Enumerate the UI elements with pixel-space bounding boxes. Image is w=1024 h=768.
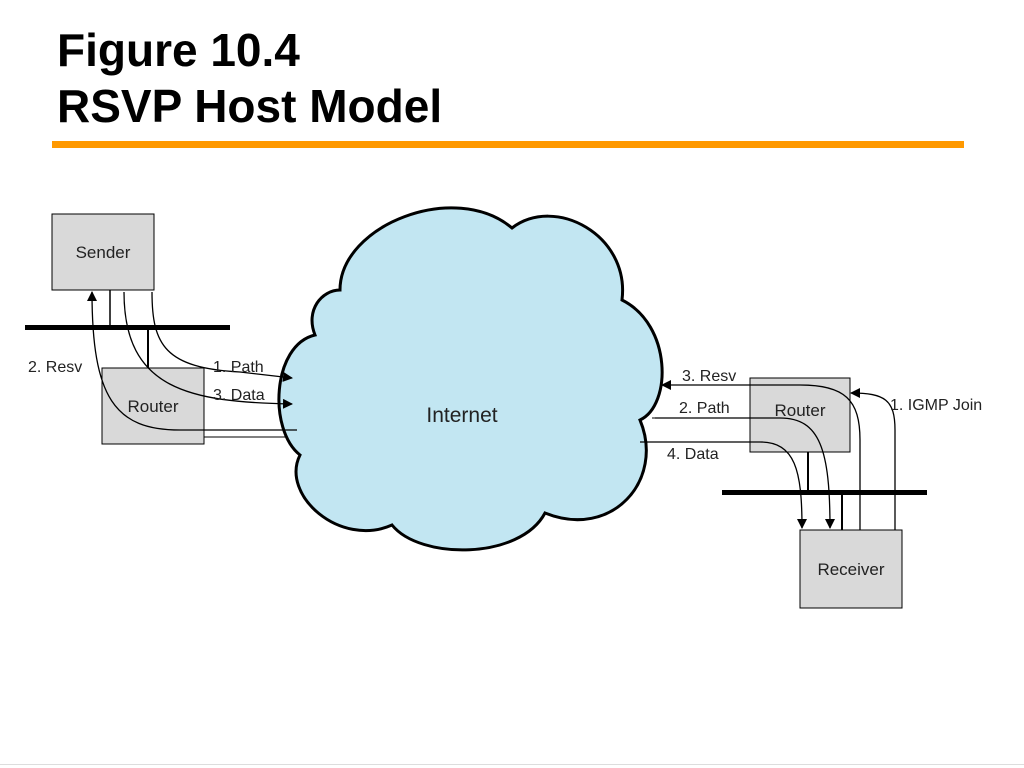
left-resv-arrow <box>87 291 297 431</box>
receiver-lan-bar <box>722 490 927 495</box>
right-join-arrow <box>850 388 896 530</box>
left-resv-label: 2. Resv <box>28 359 82 376</box>
router-right-label: Router <box>774 401 825 420</box>
left-path-label: 1. Path <box>213 359 264 376</box>
title-line-caption: RSVP Host Model <box>57 80 443 132</box>
sender-label: Sender <box>76 243 131 262</box>
right-path-arrow <box>655 417 835 529</box>
right-resv-arrow <box>661 380 861 530</box>
left-data-arrow <box>123 291 293 409</box>
title-underline <box>52 141 964 148</box>
slide-bottom-edge <box>0 764 1024 765</box>
router-left-node: Router <box>101 367 205 445</box>
router-right-node: Router <box>749 377 851 453</box>
internet-label: Internet <box>426 404 497 427</box>
right-data-label: 4. Data <box>667 446 719 463</box>
left-path-arrow <box>151 291 293 382</box>
receiver-node: Receiver <box>799 529 903 609</box>
internet-cloud: Internet <box>277 206 664 552</box>
right-join-label: 1. IGMP Join <box>890 397 982 414</box>
right-path-label: 2. Path <box>679 400 730 417</box>
title-line-figure: Figure 10.4 <box>57 24 300 76</box>
router-left-label: Router <box>127 397 178 416</box>
left-data-label: 3. Data <box>213 387 265 404</box>
sender-node: Sender <box>51 213 155 291</box>
right-resv-label: 3. Resv <box>682 368 736 385</box>
right-data-arrow <box>640 441 807 529</box>
slide-title: Figure 10.4 RSVP Host Model <box>57 22 957 134</box>
receiver-label: Receiver <box>817 560 884 579</box>
